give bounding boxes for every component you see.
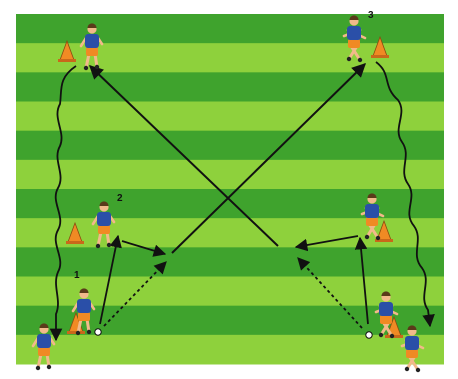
player — [360, 193, 385, 241]
player — [374, 291, 399, 339]
dotted-run-left — [103, 261, 167, 327]
dribble-path-right — [375, 61, 435, 328]
run-lines — [88, 63, 367, 254]
player-label-3: 3 — [368, 10, 374, 21]
players — [31, 15, 425, 373]
pass-arrow-right-up — [354, 236, 369, 325]
pitch-stripe — [16, 247, 444, 277]
pitch-stripe — [16, 334, 444, 365]
player-label-1: 1 — [74, 270, 80, 281]
cone — [58, 39, 76, 62]
dotted-run-lines — [103, 257, 363, 329]
short-pass-lines — [99, 234, 369, 325]
diagonal-pass-arrow — [171, 63, 367, 254]
dribble-path-left — [49, 65, 77, 342]
dribble-lines — [49, 61, 435, 342]
player — [400, 325, 425, 373]
pass-arrow-1-to-2 — [99, 234, 122, 325]
pass-arrow-right-across — [294, 235, 359, 252]
pitch-stripe — [16, 159, 444, 190]
player — [342, 15, 367, 63]
player — [91, 201, 116, 249]
pitch-stripe — [16, 101, 444, 132]
ball — [365, 331, 373, 339]
ball — [94, 328, 102, 336]
player — [79, 23, 104, 71]
pass-arrow-2-forward — [121, 240, 167, 257]
pitch-stripe — [16, 130, 444, 161]
dotted-run-right — [297, 257, 363, 329]
cone — [66, 221, 84, 244]
player-label-2: 2 — [117, 193, 123, 204]
pitch-stripes — [16, 14, 444, 365]
player — [31, 323, 56, 371]
cone — [371, 35, 389, 58]
pitch-stripe — [16, 72, 444, 102]
player — [71, 288, 96, 336]
balls — [94, 328, 373, 339]
player-labels: 1 2 3 — [74, 10, 374, 281]
cone — [375, 219, 393, 242]
diagonal-run-arrow — [88, 65, 279, 247]
